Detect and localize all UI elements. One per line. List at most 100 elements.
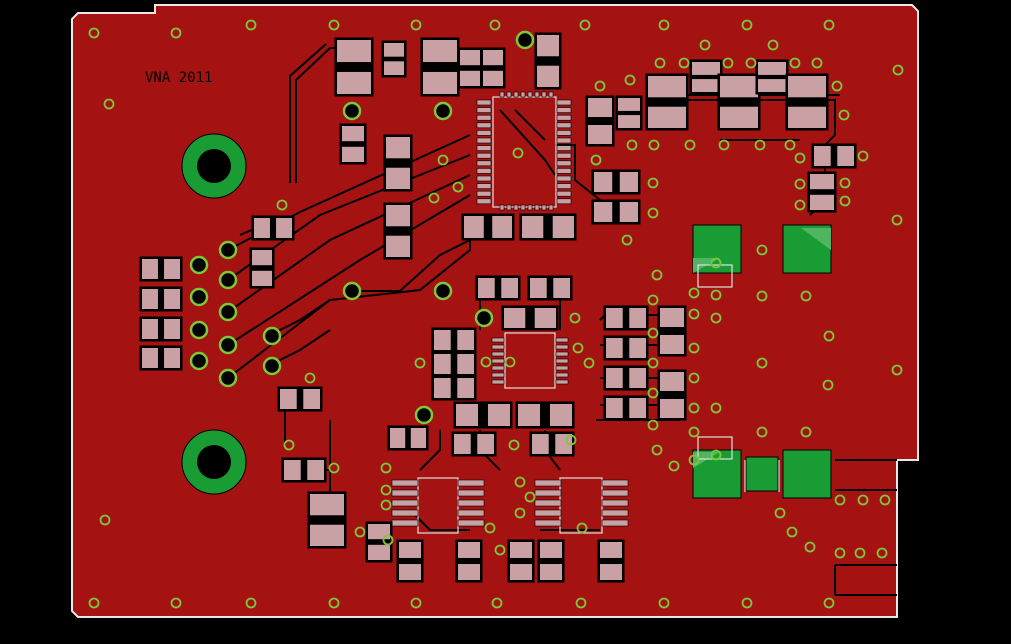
via-icon — [668, 460, 680, 472]
via-icon — [688, 402, 700, 414]
smd-pad-icon — [480, 47, 506, 89]
via-icon — [569, 312, 581, 324]
via-icon — [879, 494, 891, 506]
via-icon — [745, 57, 757, 69]
via-icon — [854, 547, 866, 559]
via-icon — [651, 269, 663, 281]
via-icon — [647, 387, 659, 399]
via-icon — [380, 484, 392, 496]
via-icon — [565, 434, 577, 446]
via-icon — [741, 597, 753, 609]
via-icon — [342, 281, 362, 301]
ic-pins — [391, 91, 629, 527]
via-icon — [754, 139, 766, 151]
via-icon — [688, 372, 700, 384]
via-icon — [794, 199, 806, 211]
via-icon — [892, 64, 904, 76]
smd-pad-icon — [420, 37, 460, 97]
smd-components — [139, 32, 857, 583]
smd-pad-icon — [603, 395, 649, 421]
via-icon — [699, 39, 711, 51]
via-icon — [189, 287, 209, 307]
smd-pad-icon — [387, 425, 429, 451]
via-icon — [654, 57, 666, 69]
via-icon — [891, 364, 903, 376]
via-icon — [414, 405, 434, 425]
via-icon — [508, 439, 520, 451]
via-icon — [170, 597, 182, 609]
via-icon — [276, 199, 288, 211]
smd-pad-icon — [603, 335, 649, 361]
via-icon — [283, 439, 295, 451]
via-icon — [710, 257, 722, 269]
via-icon — [575, 597, 587, 609]
smd-pad-icon — [383, 202, 413, 260]
smd-pad-icon — [755, 59, 789, 95]
via-icon — [658, 597, 670, 609]
via-icon — [262, 356, 282, 376]
smd-pad-icon — [507, 539, 535, 583]
via-icon — [647, 294, 659, 306]
via-icon — [647, 357, 659, 369]
smd-pad-icon — [431, 351, 477, 377]
via-icon — [328, 462, 340, 474]
via-icon — [800, 426, 812, 438]
smd-pad-icon — [139, 256, 183, 282]
via-icon — [838, 109, 850, 121]
via-icon — [354, 526, 366, 538]
via-icon — [410, 19, 422, 31]
via-icon — [380, 499, 392, 511]
via-icon — [245, 19, 257, 31]
smd-pad-icon — [431, 375, 477, 401]
smd-pad-icon — [597, 539, 625, 583]
smd-pad-icon — [537, 539, 565, 583]
via-icon — [583, 357, 595, 369]
vias — [88, 19, 904, 609]
via-icon — [688, 426, 700, 438]
via-icon — [857, 150, 869, 162]
smd-pad-icon — [591, 199, 641, 225]
smd-pad-icon — [475, 275, 521, 301]
board-label: VNA 2011 — [145, 70, 212, 86]
via-icon — [262, 326, 282, 346]
via-icon — [480, 356, 492, 368]
via-icon — [794, 178, 806, 190]
mounting-hole-icon — [181, 133, 247, 199]
smd-pad-icon — [451, 431, 497, 457]
via-icon — [342, 101, 362, 121]
via-icon — [823, 330, 835, 342]
via-icon — [218, 240, 238, 260]
via-icon — [834, 547, 846, 559]
smd-pad-icon — [689, 59, 723, 95]
via-icon — [891, 214, 903, 226]
via-icon — [651, 444, 663, 456]
smd-pad-icon — [603, 365, 649, 391]
smd-pad-icon — [339, 123, 367, 165]
smd-pad-icon — [527, 275, 573, 301]
smd-pad-icon — [139, 286, 183, 312]
via-icon — [823, 19, 835, 31]
via-icon — [710, 312, 722, 324]
smd-pad-icon — [457, 47, 483, 89]
smd-pad-icon — [281, 457, 327, 483]
mounting-hole-icon — [181, 429, 247, 495]
via-icon — [621, 234, 633, 246]
smd-pad-icon — [383, 134, 413, 192]
via-icon — [722, 57, 734, 69]
edge-connector — [834, 459, 897, 596]
via-icon — [774, 507, 786, 519]
via-icon — [710, 449, 722, 461]
via-icon — [678, 57, 690, 69]
via-icon — [658, 19, 670, 31]
via-icon — [189, 255, 209, 275]
via-icon — [304, 372, 316, 384]
via-icon — [688, 287, 700, 299]
via-icon — [433, 281, 453, 301]
smd-pad-icon — [453, 401, 513, 429]
via-icon — [718, 139, 730, 151]
smd-pad-icon — [785, 73, 829, 131]
smd-pad-icon — [591, 169, 641, 195]
via-icon — [831, 80, 843, 92]
smd-pad-icon — [645, 73, 689, 131]
